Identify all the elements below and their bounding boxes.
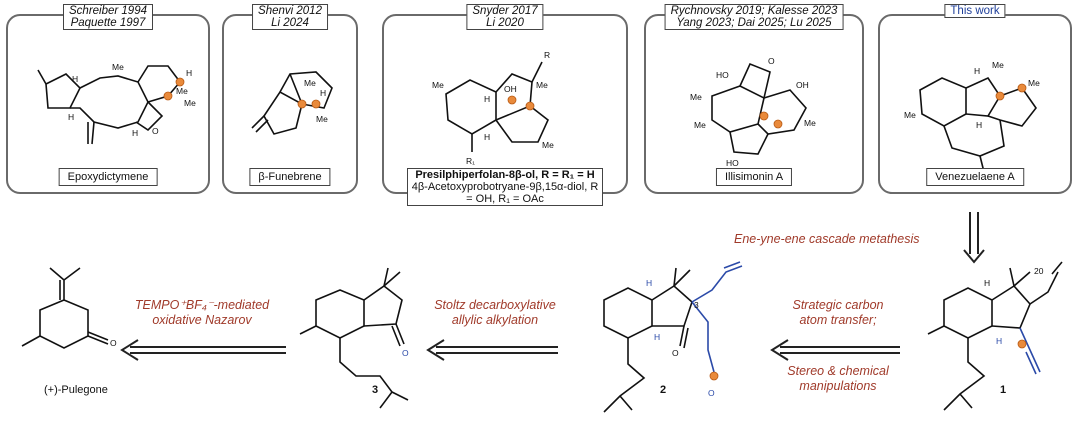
svg-text:H: H: [320, 88, 326, 98]
svg-text:O: O: [152, 126, 159, 136]
svg-text:OH: OH: [796, 80, 809, 90]
svg-text:Me: Me: [992, 60, 1004, 70]
compound-name: Presilphiperfolan-8β-ol, R = R₁ = H 4β-A…: [407, 168, 603, 206]
svg-text:Me: Me: [690, 92, 702, 102]
svg-text:H: H: [654, 332, 660, 342]
svg-text:Me: Me: [304, 78, 316, 88]
svg-text:O: O: [402, 348, 409, 358]
funebrene-structure: Me H Me: [251, 71, 333, 135]
compound-name: Venezuelaene A: [926, 168, 1024, 186]
svg-text:H: H: [646, 278, 652, 288]
svg-text:3: 3: [694, 300, 699, 310]
svg-text:Me: Me: [316, 114, 328, 124]
compound-name: β-Funebrene: [249, 168, 331, 186]
svg-text:HO: HO: [716, 70, 729, 80]
svg-text:Me: Me: [184, 98, 196, 108]
compound-name: Epoxydictymene: [58, 168, 158, 186]
svg-text:H: H: [996, 336, 1002, 346]
svg-text:Me: Me: [1028, 78, 1040, 88]
svg-text:H: H: [976, 120, 982, 130]
compound-2-label: 2: [660, 384, 667, 396]
svg-text:H: H: [974, 66, 980, 76]
presilphiperfolanol-structure: Me H OH R Me H R₁ Me: [432, 50, 554, 166]
compound-1-label: 1: [1000, 384, 1007, 396]
svg-text:O: O: [768, 56, 775, 66]
svg-text:OH: OH: [504, 84, 517, 94]
compound-3-label: 3: [372, 384, 379, 396]
svg-text:R₁: R₁: [466, 156, 475, 166]
svg-text:Me: Me: [432, 80, 444, 90]
panel-venezuelaene: This work Me H Me Me H Me Venezuelaene A: [878, 4, 1072, 194]
svg-text:HO: HO: [726, 158, 739, 168]
svg-text:O: O: [708, 388, 715, 398]
svg-text:Me: Me: [112, 62, 124, 72]
svg-text:H: H: [72, 74, 78, 84]
svg-text:Me: Me: [542, 140, 554, 150]
svg-text:Me: Me: [176, 86, 188, 96]
panel-header: This work: [944, 4, 1006, 18]
svg-text:H: H: [68, 112, 74, 122]
svg-text:Me: Me: [804, 118, 816, 128]
svg-text:Me: Me: [694, 120, 706, 130]
svg-text:20: 20: [1034, 266, 1044, 276]
svg-text:R: R: [544, 50, 550, 60]
illisimonin-structure: HO O Me Me OH Me HO: [690, 56, 816, 168]
svg-text:H: H: [984, 278, 990, 288]
step-metathesis: Ene-yne-ene cascade metathesis: [734, 232, 920, 246]
svg-text:O: O: [110, 338, 117, 348]
svg-text:Me: Me: [904, 110, 916, 120]
svg-text:H: H: [484, 94, 490, 104]
svg-text:H: H: [132, 128, 138, 138]
svg-text:O: O: [672, 348, 679, 358]
epoxydictymene-structure: H Me O Me Me H H H: [37, 62, 196, 145]
svg-text:Me: Me: [536, 80, 548, 90]
svg-text:H: H: [186, 68, 192, 78]
svg-text:H: H: [484, 132, 490, 142]
compound-name: Illisimonin A: [715, 168, 793, 186]
compound-start-label: (+)-Pulegone: [44, 384, 108, 396]
